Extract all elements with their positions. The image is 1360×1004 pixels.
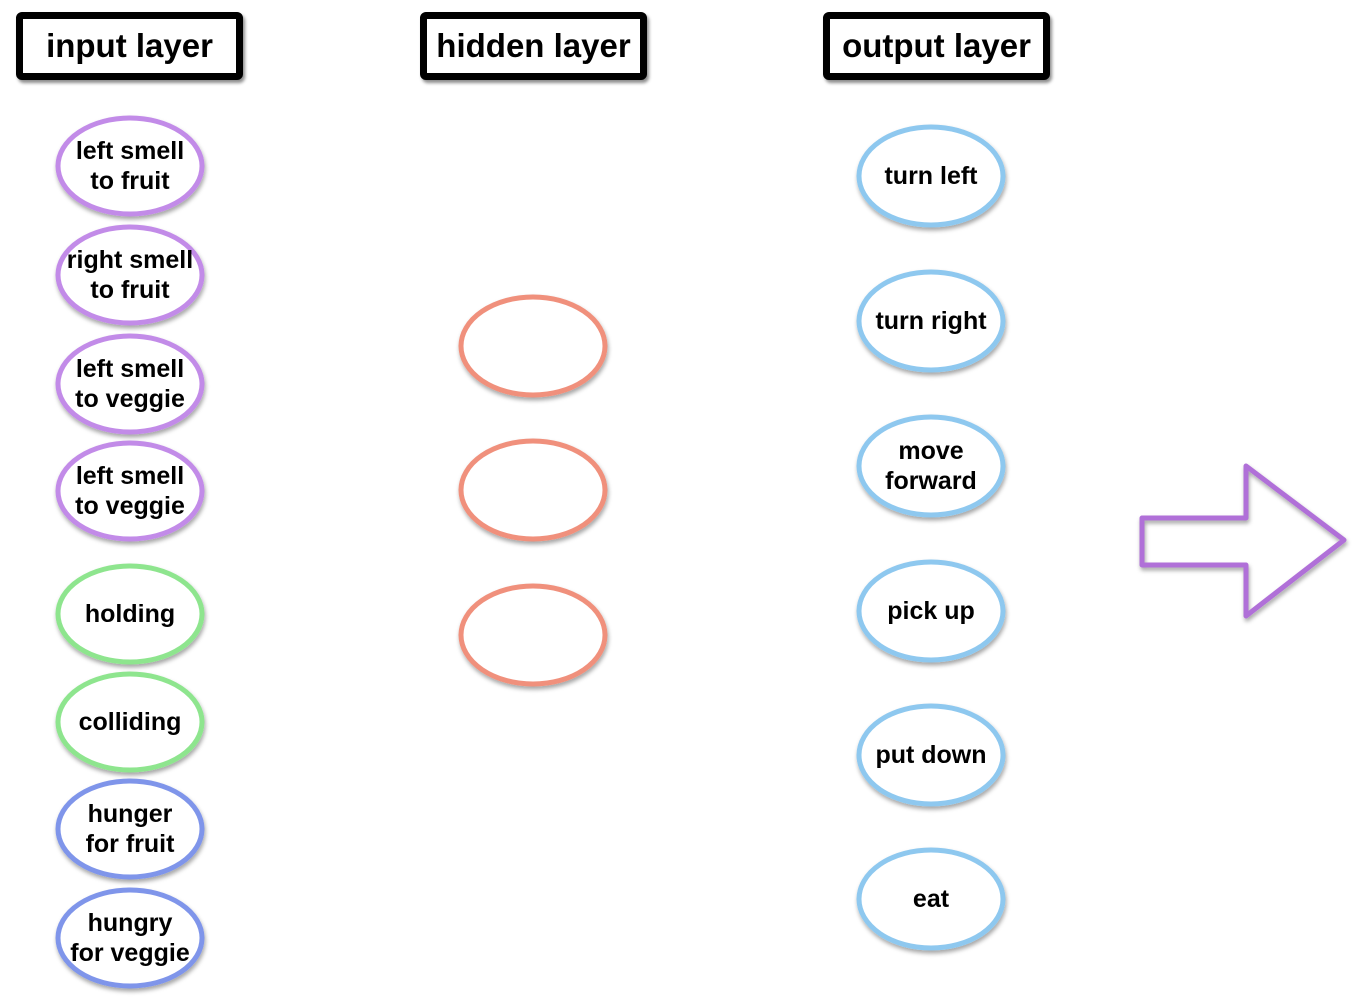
input-node-label: left smell [76,137,184,165]
output-node: pick up [856,559,1006,663]
input-node-label: to fruit [90,276,170,304]
output-node-ellipse [856,847,1006,951]
input-node-ellipse [55,778,205,880]
input-node-ellipse [55,563,205,665]
input-node-label: for fruit [86,830,176,858]
output-node-ellipse [856,269,1006,373]
output-node-label: put down [875,741,986,769]
output-node-ellipse [856,414,1006,518]
input-node-ellipse [55,115,205,217]
input-node-label: left smell [76,462,184,490]
input-node-label: left smell [76,355,184,383]
hidden-node-ellipse [458,294,608,398]
input-node-label: right smell [67,246,193,274]
input-node-ellipse [55,333,205,435]
output-node: turn right [856,269,1006,373]
input-layer-title: input layer [16,12,243,80]
input-node-ellipse [55,887,205,989]
output-node-label: turn left [884,162,978,190]
input-node-label: colliding [79,708,182,736]
input-node-label: to veggie [75,492,185,520]
output-node-label: forward [885,467,977,495]
output-node-label: eat [913,885,950,913]
input-node: holding [55,563,205,665]
input-node-ellipse [55,224,205,326]
hidden-node [458,583,608,687]
input-node-label: to fruit [90,167,170,195]
output-node-label: turn right [875,307,987,335]
input-node: colliding [55,671,205,773]
output-node: eat [856,847,1006,951]
hidden-layer-title: hidden layer [420,12,647,80]
right-arrow-icon [1139,463,1347,619]
output-node-ellipse [856,559,1006,663]
input-node-label: hunger [88,800,173,828]
output-node: put down [856,703,1006,807]
hidden-node-ellipse [458,438,608,542]
output-node: turn left [856,124,1006,228]
hidden-node [458,294,608,398]
output-node-ellipse [856,124,1006,228]
input-node-label: hungry [88,909,173,937]
hidden-node [458,438,608,542]
input-node-label: to veggie [75,385,185,413]
input-node-label: holding [85,600,175,628]
output-node-label: pick up [887,597,975,625]
input-node-ellipse [55,671,205,773]
input-node-ellipse [55,440,205,542]
hidden-node-ellipse [458,583,608,687]
output-node-ellipse [856,703,1006,807]
input-node-label: for veggie [70,939,190,967]
output-layer-title: output layer [823,12,1050,80]
output-node-label: move [898,437,963,465]
